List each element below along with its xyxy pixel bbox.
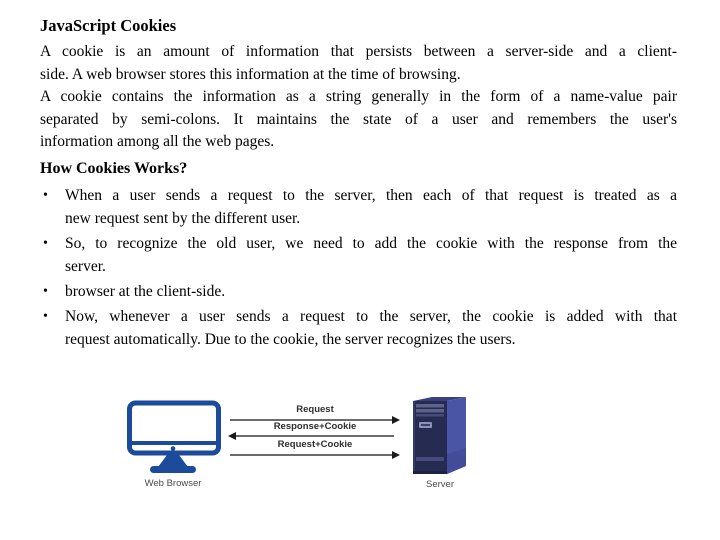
- bullet-glyph: •: [43, 308, 48, 324]
- web-browser-label: Web Browser: [144, 478, 202, 489]
- paragraph-line: separated by semi-colons. It maintains t…: [40, 110, 677, 128]
- bullet-line: browser at the client-side.: [65, 282, 226, 300]
- bullet-line: So, to recognize the old user, we need t…: [65, 234, 677, 252]
- paragraph-line: information among all the web pages.: [40, 133, 275, 150]
- bullet-glyph: •: [43, 283, 48, 299]
- bullet-line: request automatically. Due to the cookie…: [65, 330, 516, 348]
- bullet-item: • So, to recognize the old user, we need…: [40, 232, 677, 278]
- request-cookie-arrow-label: Request+Cookie: [277, 439, 353, 450]
- request-arrow-label: Request: [296, 404, 334, 415]
- bullet-item: • browser at the client-side.: [40, 280, 677, 303]
- article: JavaScript Cookies A cookie is an amount…: [40, 13, 677, 353]
- bullet-line: server.: [65, 257, 106, 275]
- bullet-line: new request sent by the different user.: [65, 209, 301, 227]
- bullet-line: When a user sends a request to the serve…: [65, 186, 677, 204]
- section-heading: How Cookies Works?: [40, 159, 188, 177]
- bullet-item: • When a user sends a request to the ser…: [40, 184, 677, 230]
- response-cookie-arrow-label: Response+Cookie: [273, 421, 357, 432]
- bullet-list: • When a user sends a request to the ser…: [40, 184, 677, 351]
- bullet-item: • Now, whenever a user sends a request t…: [40, 305, 677, 351]
- arrow-response-cookie-icon: [228, 432, 394, 440]
- server-label: Server: [426, 479, 454, 490]
- paragraph-line: A cookie contains the information as a s…: [40, 88, 677, 105]
- message-arrows: [228, 416, 400, 459]
- bullet-line: Now, whenever a user sends a request to …: [65, 307, 677, 325]
- paragraph-1: A cookie is an amount of information tha…: [40, 41, 677, 86]
- monitor-icon: [127, 400, 221, 473]
- bullet-glyph: •: [43, 235, 48, 251]
- paragraph-2: A cookie contains the information as a s…: [40, 86, 677, 154]
- paragraph-line: side. A web browser stores this informat…: [40, 65, 461, 83]
- page-title: JavaScript Cookies: [40, 16, 177, 35]
- server-tower-icon: [413, 397, 466, 474]
- arrow-request-icon: [230, 416, 400, 424]
- bullet-glyph: •: [43, 187, 48, 203]
- paragraph-line: A cookie is an amount of information tha…: [40, 43, 677, 60]
- arrow-request-cookie-icon: [230, 451, 400, 459]
